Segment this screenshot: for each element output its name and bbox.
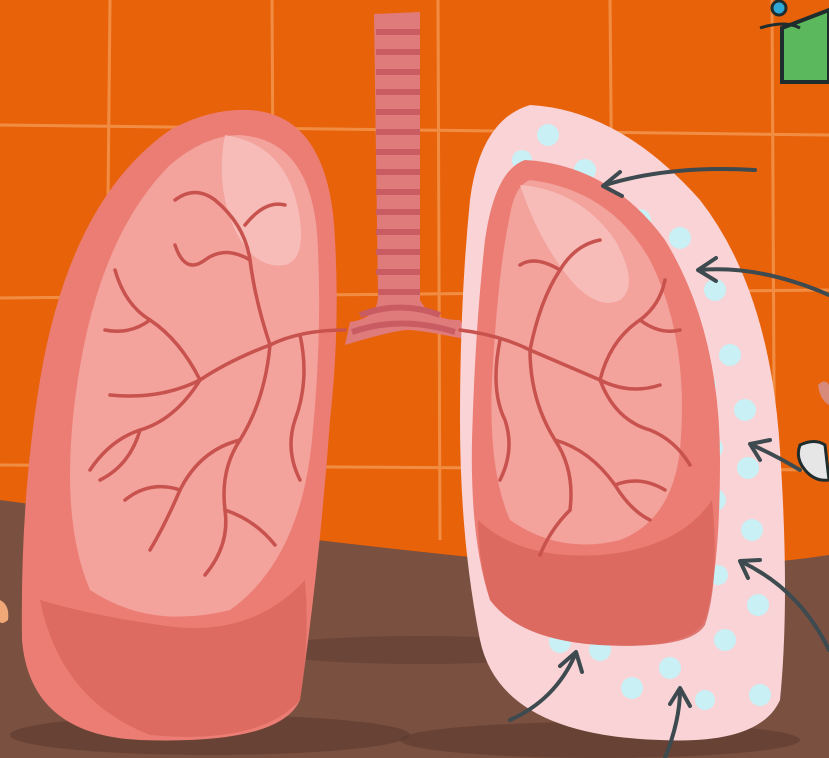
- lung-diagram-scene: [0, 0, 829, 758]
- lung-illustration: [0, 0, 829, 758]
